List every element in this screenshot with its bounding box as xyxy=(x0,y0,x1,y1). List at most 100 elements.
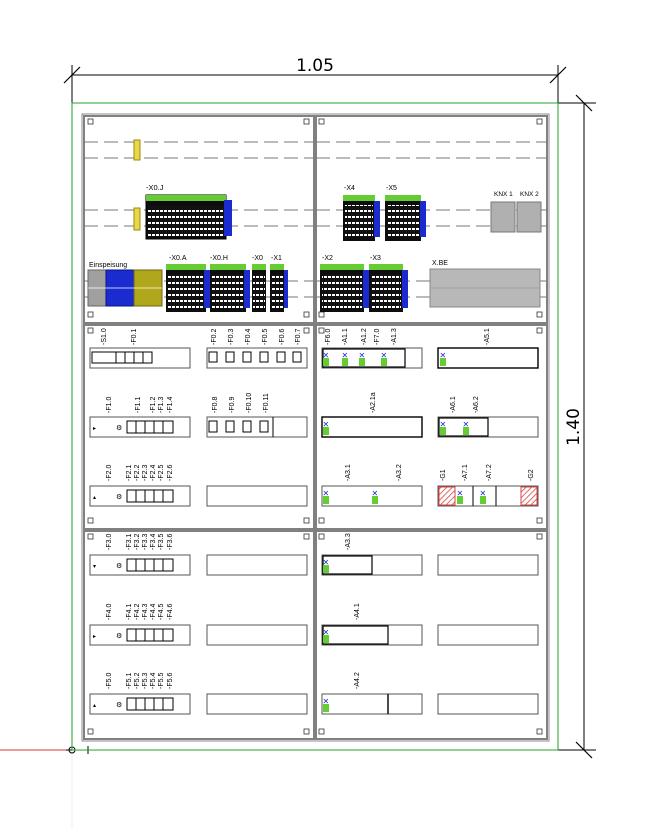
relay-icon: ✕ xyxy=(323,351,329,366)
label-f02: -F0.2 xyxy=(211,329,218,345)
label-f21: -F2.1 xyxy=(126,465,133,481)
label-f24: -F2.4 xyxy=(150,465,157,481)
terminal-label-x4: -X4 xyxy=(344,185,355,192)
svg-text:▸: ▸ xyxy=(93,426,96,432)
label-f11: -F1.1 xyxy=(135,397,142,413)
mounting-plate xyxy=(81,113,550,742)
middle-right-components: -F6.0 -A1.1 -A1.2 -F7.0 -A1.3 -A5.1 -A2.… xyxy=(321,328,539,507)
rail-slot xyxy=(206,347,308,369)
svg-text:✕: ✕ xyxy=(323,420,330,429)
label-f26: -F2.6 xyxy=(167,465,174,481)
svg-text:⚙: ⚙ xyxy=(116,493,122,501)
terminal-label-x0j: -X0.J xyxy=(146,183,164,192)
knx1-label: KNX 1 xyxy=(494,191,513,198)
knx1-module xyxy=(490,201,516,233)
svg-text:✕: ✕ xyxy=(440,420,447,429)
svg-text:✕: ✕ xyxy=(480,489,487,498)
svg-text:✕: ✕ xyxy=(342,351,349,360)
label-f36: -F3.6 xyxy=(167,534,174,550)
terminal-label-x0: -X0 xyxy=(252,255,263,262)
label-f03: -F0.3 xyxy=(228,329,235,345)
label-f14: -F1.4 xyxy=(167,397,174,413)
width-dimension: 1.05 xyxy=(63,56,567,105)
terminal-label-x5: -X5 xyxy=(386,185,397,192)
label-f43: -F4.3 xyxy=(142,604,149,620)
label-f53: -F5.3 xyxy=(142,673,149,689)
label-f45: -F4.5 xyxy=(158,604,165,620)
label-f52: -F5.2 xyxy=(134,673,141,689)
label-f011: -F0.11 xyxy=(263,393,270,413)
label-f06: -F0.6 xyxy=(279,329,286,345)
svg-text:✕: ✕ xyxy=(323,697,330,706)
terminal-label-x1: -X1 xyxy=(271,255,282,262)
svg-text:✕: ✕ xyxy=(381,351,388,360)
svg-text:✕: ✕ xyxy=(463,420,470,429)
bottom-right-components: -A3.3 -A4.1 -A4.2 xyxy=(321,533,539,715)
svg-text:⚙: ⚙ xyxy=(116,424,122,432)
relay-icon: ✕ xyxy=(323,420,330,435)
label-a21a: -A2.1a xyxy=(370,392,377,413)
svg-text:▸: ▸ xyxy=(93,634,96,640)
top-right-components: -X4 -X5 KNX 1 KNX 2 -X2 -X3 X.BE xyxy=(320,185,542,312)
label-a41: -A4.1 xyxy=(354,603,361,620)
relay-icon: ✕ xyxy=(323,489,330,504)
hatched-device-g1 xyxy=(438,486,456,506)
label-f08: -F0.8 xyxy=(212,397,219,413)
relay-icon: ✕ xyxy=(342,351,349,366)
svg-text:✕: ✕ xyxy=(359,351,366,360)
terminal-label-x0a: -X0.A xyxy=(169,255,187,262)
label-f44: -F4.4 xyxy=(150,604,157,620)
panels xyxy=(83,115,548,740)
relay-icon: ✕ xyxy=(463,420,470,435)
label-f35: -F3.5 xyxy=(158,534,165,550)
bottom-left-components: -F3.0 -F3.1 -F3.2 -F3.3 -F3.4 -F3.5 -F3.… xyxy=(89,534,308,715)
label-f32: -F3.2 xyxy=(134,534,141,550)
label-f010: -F0.10 xyxy=(246,393,253,413)
relay-icon: ✕ xyxy=(440,420,447,435)
svg-text:▾: ▾ xyxy=(93,564,96,570)
height-dimension: 1.40 xyxy=(558,94,596,759)
label-f01: -F0.1 xyxy=(131,329,138,345)
label-a42: -A4.2 xyxy=(354,672,361,689)
label-a72: -A7.2 xyxy=(486,464,493,481)
label-f50: -F5.0 xyxy=(106,673,113,689)
label-a32: -A3.2 xyxy=(396,464,403,481)
top-left-components: -X0.J Einspeisung -X0.A -X0.H -X0 -X1 xyxy=(87,139,288,312)
relay-icon: ✕ xyxy=(381,351,388,366)
label-a12: -A1.2 xyxy=(361,328,368,345)
panel-bottom-right xyxy=(315,530,548,740)
relay-icon: ✕ xyxy=(323,628,329,643)
terminal-label-x2: -X2 xyxy=(322,255,333,262)
relay-icon: ✕ xyxy=(440,351,446,366)
relay-icon: ✕ xyxy=(323,558,329,573)
panel-top-left xyxy=(83,115,315,324)
label-a11: -A1.1 xyxy=(342,328,349,345)
label-s10: -S1.0 xyxy=(101,328,108,345)
label-a71: -A7.1 xyxy=(462,464,469,481)
label-f09: -F0.9 xyxy=(229,397,236,413)
svg-text:✕: ✕ xyxy=(323,489,330,498)
label-f22: -F2.2 xyxy=(134,465,141,481)
hatched-device-g2 xyxy=(520,486,538,506)
end-stop-middle xyxy=(133,207,141,231)
label-f42: -F4.2 xyxy=(134,604,141,620)
label-f55: -F5.5 xyxy=(158,673,165,689)
label-f70: -F7.0 xyxy=(374,329,381,345)
relay-icons: ✕✕✕✕✕✕✕✕✕✕✕✕✕✕✕ xyxy=(323,351,487,712)
origin-reference xyxy=(0,746,210,828)
panel-middle-left xyxy=(83,324,315,530)
corner-markers xyxy=(87,118,543,735)
label-f05: -F0.5 xyxy=(262,329,269,345)
label-a31: -A3.1 xyxy=(345,464,352,481)
terminal-label-x0h: -X0.H xyxy=(210,255,228,262)
label-a51: -A5.1 xyxy=(484,328,491,345)
label-f56: -F5.6 xyxy=(167,673,174,689)
panel-top-right xyxy=(315,115,548,324)
label-f23: -F2.3 xyxy=(142,465,149,481)
relay-icon: ✕ xyxy=(457,489,463,504)
label-f41: -F4.1 xyxy=(126,604,133,620)
svg-text:⚙: ⚙ xyxy=(116,701,122,709)
label-f13: -F1.3 xyxy=(158,397,165,413)
label-f46: -F4.6 xyxy=(167,604,174,620)
